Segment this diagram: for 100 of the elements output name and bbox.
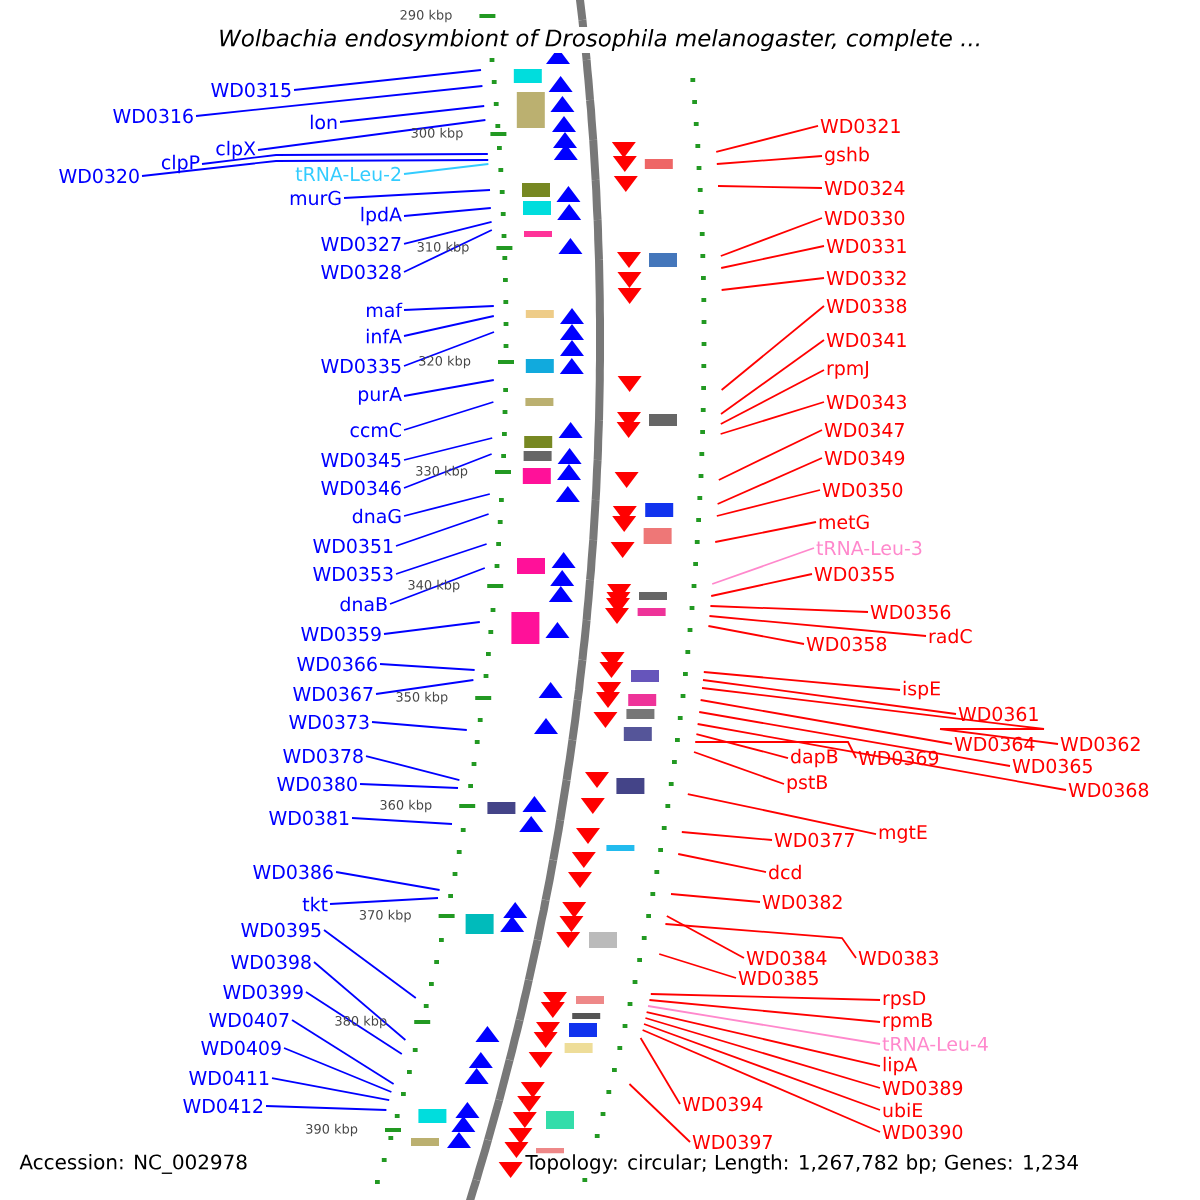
gene-label: WD0338 — [826, 298, 907, 314]
leader-line — [647, 1005, 881, 1045]
gene-label: WD0331 — [826, 238, 906, 254]
gene-label: dcd — [769, 864, 801, 880]
gene-label: ccmC — [350, 422, 401, 438]
leader-line — [313, 961, 407, 1041]
gene-label: WD0355 — [814, 566, 894, 582]
leader-line — [645, 1011, 881, 1067]
gene-label: WD0345 — [321, 452, 401, 468]
leader-line — [365, 755, 461, 781]
leader-line — [371, 721, 468, 731]
leader-line — [677, 853, 767, 873]
leader-line — [283, 1047, 393, 1093]
gene-label: WD0378 — [283, 748, 363, 764]
leader-line — [403, 305, 495, 311]
gene-label: WD0382 — [762, 894, 842, 910]
leader-line — [201, 153, 489, 165]
gene-label: WD0346 — [321, 480, 401, 496]
gene-label: WD0412 — [183, 1098, 263, 1114]
leader-line — [717, 185, 823, 189]
gene-label: ubiE — [883, 1102, 923, 1118]
gene-label: radC — [929, 628, 972, 644]
leader-line — [351, 817, 453, 825]
gene-label: rpmB — [883, 1013, 932, 1031]
leader-line — [343, 189, 491, 199]
leader-line — [719, 401, 825, 435]
gene-label: WD0327 — [321, 236, 401, 252]
leader-line — [293, 69, 482, 91]
leader-line — [720, 305, 825, 391]
gene-label: gshb — [825, 146, 869, 166]
leader-line — [686, 793, 877, 835]
gene-label: WD0368 — [1068, 782, 1149, 798]
gene-label: tkt — [302, 896, 328, 912]
leader-line — [395, 513, 490, 547]
gene-label: WD0409 — [201, 1040, 281, 1056]
leader-line — [698, 711, 1011, 767]
gene-label: WD0394 — [682, 1096, 763, 1112]
leader-line — [641, 1029, 881, 1133]
leader-line — [702, 679, 957, 715]
gene-label: WD0347 — [824, 422, 904, 438]
gene-label: WD0384 — [746, 950, 827, 966]
gene-label: WD0328 — [321, 264, 401, 280]
leader-line — [265, 1105, 388, 1111]
gene-label: WD0389 — [882, 1080, 963, 1096]
gene-label: WD0358 — [806, 636, 887, 652]
gene-label: WD0411 — [189, 1070, 269, 1086]
gene-label: tRNA-Leu-2 — [295, 166, 401, 182]
gene-label: WD0407 — [209, 1012, 289, 1028]
leader-line — [707, 625, 805, 645]
gene-label: WD0386 — [253, 864, 333, 880]
leader-line — [720, 277, 825, 291]
leader-line — [335, 871, 441, 891]
gene-label: purA — [359, 387, 402, 405]
leader-line — [257, 119, 487, 151]
gene-label: WD0367 — [293, 686, 373, 702]
leader-line — [715, 125, 819, 153]
gene-label: WD0320 — [59, 168, 139, 184]
gene-label: WD0361 — [958, 706, 1038, 722]
gene-label: WD0321 — [820, 118, 900, 134]
gene-label: WD0390 — [882, 1124, 963, 1140]
leader-line — [403, 331, 495, 367]
leader-line — [702, 671, 901, 691]
leader-line — [403, 221, 493, 245]
info-text: Topology: circular; Length: 1,267,782 bp; Genes: 1,234 — [524, 1153, 1081, 1175]
leader-line — [628, 1083, 691, 1143]
leader-line — [643, 1023, 881, 1111]
leader-line — [715, 489, 821, 517]
leader-line — [403, 493, 491, 517]
gene-label: ispE — [903, 680, 940, 700]
title: Wolbachia endosymbiont of Drosophila melanogaster, complete ... — [216, 26, 984, 54]
gene-label: WD0351 — [313, 538, 393, 554]
gene-label: WD0385 — [738, 970, 818, 986]
gene-label: WD0315 — [211, 82, 291, 98]
gene-label: WD0332 — [826, 270, 906, 286]
gene-label: tRNA-Leu-3 — [816, 540, 922, 556]
gene-label: lon — [310, 114, 337, 130]
gene-label: WD0365 — [1012, 758, 1092, 774]
leader-line — [715, 155, 823, 165]
leader-line — [648, 999, 881, 1023]
leader-line — [271, 1077, 391, 1101]
gene-label: murG — [290, 190, 341, 206]
gene-label: WD0353 — [313, 566, 393, 582]
leader-line — [680, 831, 773, 841]
leader-line — [291, 1019, 395, 1085]
gene-label: WD0335 — [321, 358, 401, 374]
leader-line — [403, 229, 493, 273]
gene-label: WD0399 — [223, 984, 303, 1000]
gene-label: WD0356 — [870, 604, 951, 620]
leader-line — [720, 339, 825, 415]
leader-line — [375, 679, 475, 695]
gene-label: lipA — [883, 1056, 918, 1076]
leader-line — [665, 915, 745, 959]
leader-line — [383, 621, 481, 635]
leader-line — [141, 159, 490, 177]
leader-line — [720, 245, 825, 269]
leader-line — [670, 893, 761, 903]
leader-line — [658, 953, 737, 979]
leader-line — [719, 369, 825, 425]
gene-label: WD0349 — [824, 450, 905, 466]
leader-line — [644, 1017, 881, 1089]
